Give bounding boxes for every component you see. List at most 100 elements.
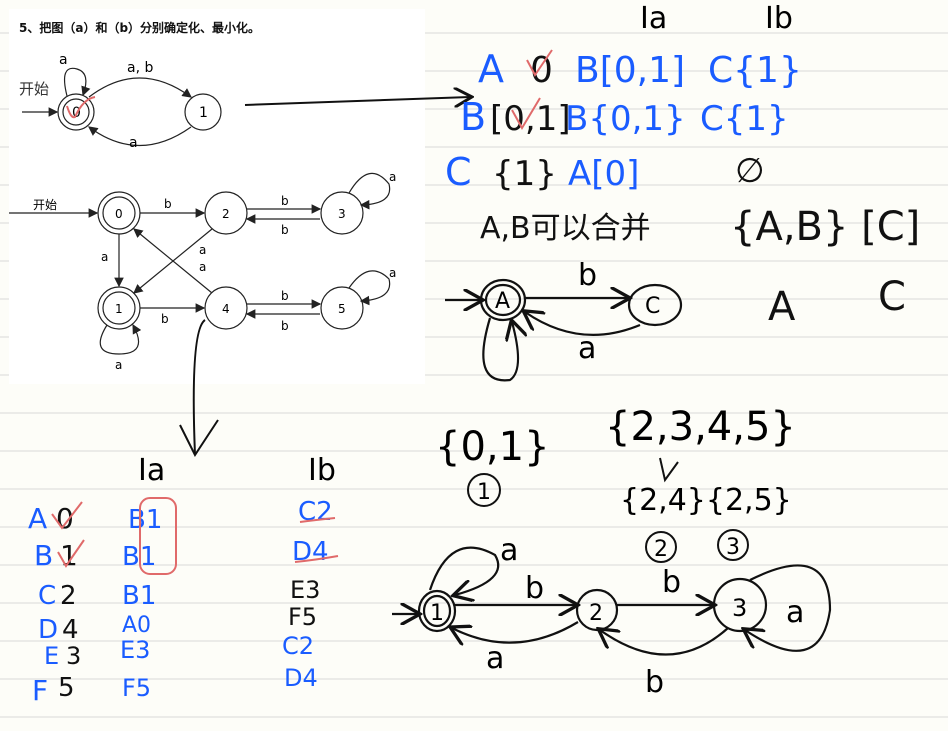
table-b-row-ib: E3: [120, 636, 150, 664]
check-mark: [511, 97, 541, 130]
table-b-row-ic: C2: [282, 632, 314, 660]
table-b-row-ib: B1: [128, 505, 162, 535]
fig-b-state-3: 3: [338, 207, 346, 221]
min-a-edge-b: b: [578, 258, 597, 293]
label-2: 2: [654, 537, 668, 562]
min-b-loop-a3: a: [786, 595, 804, 630]
table-b-row-ia: 5: [58, 673, 75, 703]
table-b-row-name: A: [28, 502, 47, 535]
min-b-loop-a: a: [500, 533, 518, 568]
table-a-row-a-c2: B[0,1]: [575, 50, 685, 91]
table-b-header-ia: Ia: [138, 453, 165, 488]
table-b-row-name: E: [44, 642, 59, 670]
table-b: A 0 B1 C2 B 1 B1 D4 C 2 B1 E3 D 4 A0 F5 …: [28, 497, 333, 707]
table-a-row-c-c3: ∅: [735, 151, 765, 191]
highlight-box: [139, 497, 177, 575]
fig-b-edge: a: [199, 260, 206, 274]
table-a-row-c-name: C: [445, 150, 472, 194]
merge-note: A,B可以合并: [480, 211, 651, 246]
fig-a-start-label: 开始: [19, 80, 49, 98]
min-b-state-1: 1: [430, 601, 444, 626]
textbook-figure: 5、把图（a）和（b）分别确定化、最小化。 0 1 开始 a, b a: [9, 9, 425, 384]
table-a-row-b-name: B: [460, 95, 486, 139]
min-b-edge-a: a: [486, 641, 504, 676]
table-b-row-ib: B1: [122, 581, 156, 611]
fig-a-edge-ab: a, b: [127, 60, 153, 76]
exercise-title: 5、把图（a）和（b）分别确定化、最小化。: [19, 21, 261, 35]
fig-b-state-4: 4: [222, 302, 230, 316]
table-b-row-ia: 0: [56, 502, 74, 535]
fig-a-loop-a: a: [59, 52, 68, 68]
circle-label-2: [645, 531, 677, 563]
fig-b-state-2: 2: [222, 207, 230, 221]
fig-b-edge: a: [389, 266, 396, 280]
table-a-row-a-name: A: [478, 47, 504, 91]
check-mark: [51, 501, 83, 530]
figure-a: [22, 67, 222, 146]
fig-b-edge: a: [101, 250, 108, 264]
min-b-edge-b2: b: [662, 565, 681, 600]
fig-b-edge: a: [389, 170, 396, 184]
min-b-state-2: 2: [589, 601, 603, 626]
table-b-row-ic: D4: [284, 664, 318, 692]
table-b-row-name: F: [32, 674, 48, 707]
table-a-header-ia: Ia: [640, 1, 667, 36]
arrow-down: [659, 457, 679, 483]
min-dfa-b: [392, 546, 832, 656]
fig-b-edge: a: [199, 243, 206, 257]
fig-b-start-label: 开始: [33, 198, 57, 212]
fig-b-edge: b: [161, 312, 169, 326]
table-a-row-b-c3: C{1}: [700, 99, 789, 139]
fig-b-edge: b: [281, 223, 289, 237]
label-1: 1: [477, 480, 491, 505]
table-b-row-ia: 1: [60, 539, 78, 572]
table-a-row-c-c1: {1}: [492, 154, 557, 194]
fig-b-state-0: 0: [115, 207, 123, 221]
min-b-state-3: 3: [732, 594, 747, 622]
fig-b-edge: b: [281, 319, 289, 333]
table-b-row-ia: 3: [66, 642, 81, 670]
table-a-header-ib: Ib: [765, 1, 793, 36]
fig-b-edge: b: [281, 289, 289, 303]
state-1: [184, 93, 222, 131]
underline-mark: [299, 517, 336, 523]
min-dfa-a: [445, 278, 683, 382]
min-b-edge-b: b: [525, 571, 544, 606]
fig-b-edge: b: [164, 197, 172, 211]
red-check-mark: [66, 96, 96, 119]
fig-b-edge: a: [115, 358, 122, 372]
label-3: 3: [726, 535, 740, 560]
table-b-row-ia: 2: [60, 581, 77, 611]
table-b-row-ib: A0: [122, 613, 151, 638]
min-a-state-c: C: [645, 294, 660, 319]
table-a-row-a-c1: 0: [530, 50, 553, 91]
fig-b-edge: b: [281, 194, 289, 208]
fig-a-state1-label: 1: [199, 105, 208, 121]
fig-a-edge-a: a: [129, 135, 138, 151]
partition-label-c: C: [878, 274, 906, 320]
partition-sets: {A,B} [C]: [730, 204, 920, 250]
table-b-row-ia: 4: [62, 615, 79, 645]
table-b-row-name: D: [38, 615, 58, 645]
table-b-row-name: B: [34, 539, 53, 572]
state-0-inner: [62, 98, 90, 126]
table-b-row-name: C: [38, 581, 56, 611]
textbook-diagrams: 0 1 开始 a, b a a: [9, 52, 396, 372]
arrow-to-table-a: [244, 97, 470, 105]
circle-label-3: [717, 529, 749, 561]
arrow-head-b: [179, 419, 219, 458]
underline-mark: [294, 555, 339, 563]
table-a-row-b-c1: [0,1]: [490, 99, 571, 139]
table-b-header-ib: Ib: [308, 453, 336, 488]
circle-label-1: [467, 473, 501, 507]
check-mark: [526, 49, 553, 77]
min-b-edge-b3: b: [645, 665, 664, 700]
table-b-row-ic: E3: [290, 576, 320, 604]
fig-b-state-5: 5: [338, 302, 346, 316]
min-a-state-a: A: [495, 289, 510, 314]
table-a-row-a-c3: C{1}: [708, 50, 802, 91]
min-a-edge-a: a: [578, 331, 596, 366]
set-0-1: {0,1}: [435, 424, 550, 470]
partition-label-a: A: [768, 284, 796, 330]
